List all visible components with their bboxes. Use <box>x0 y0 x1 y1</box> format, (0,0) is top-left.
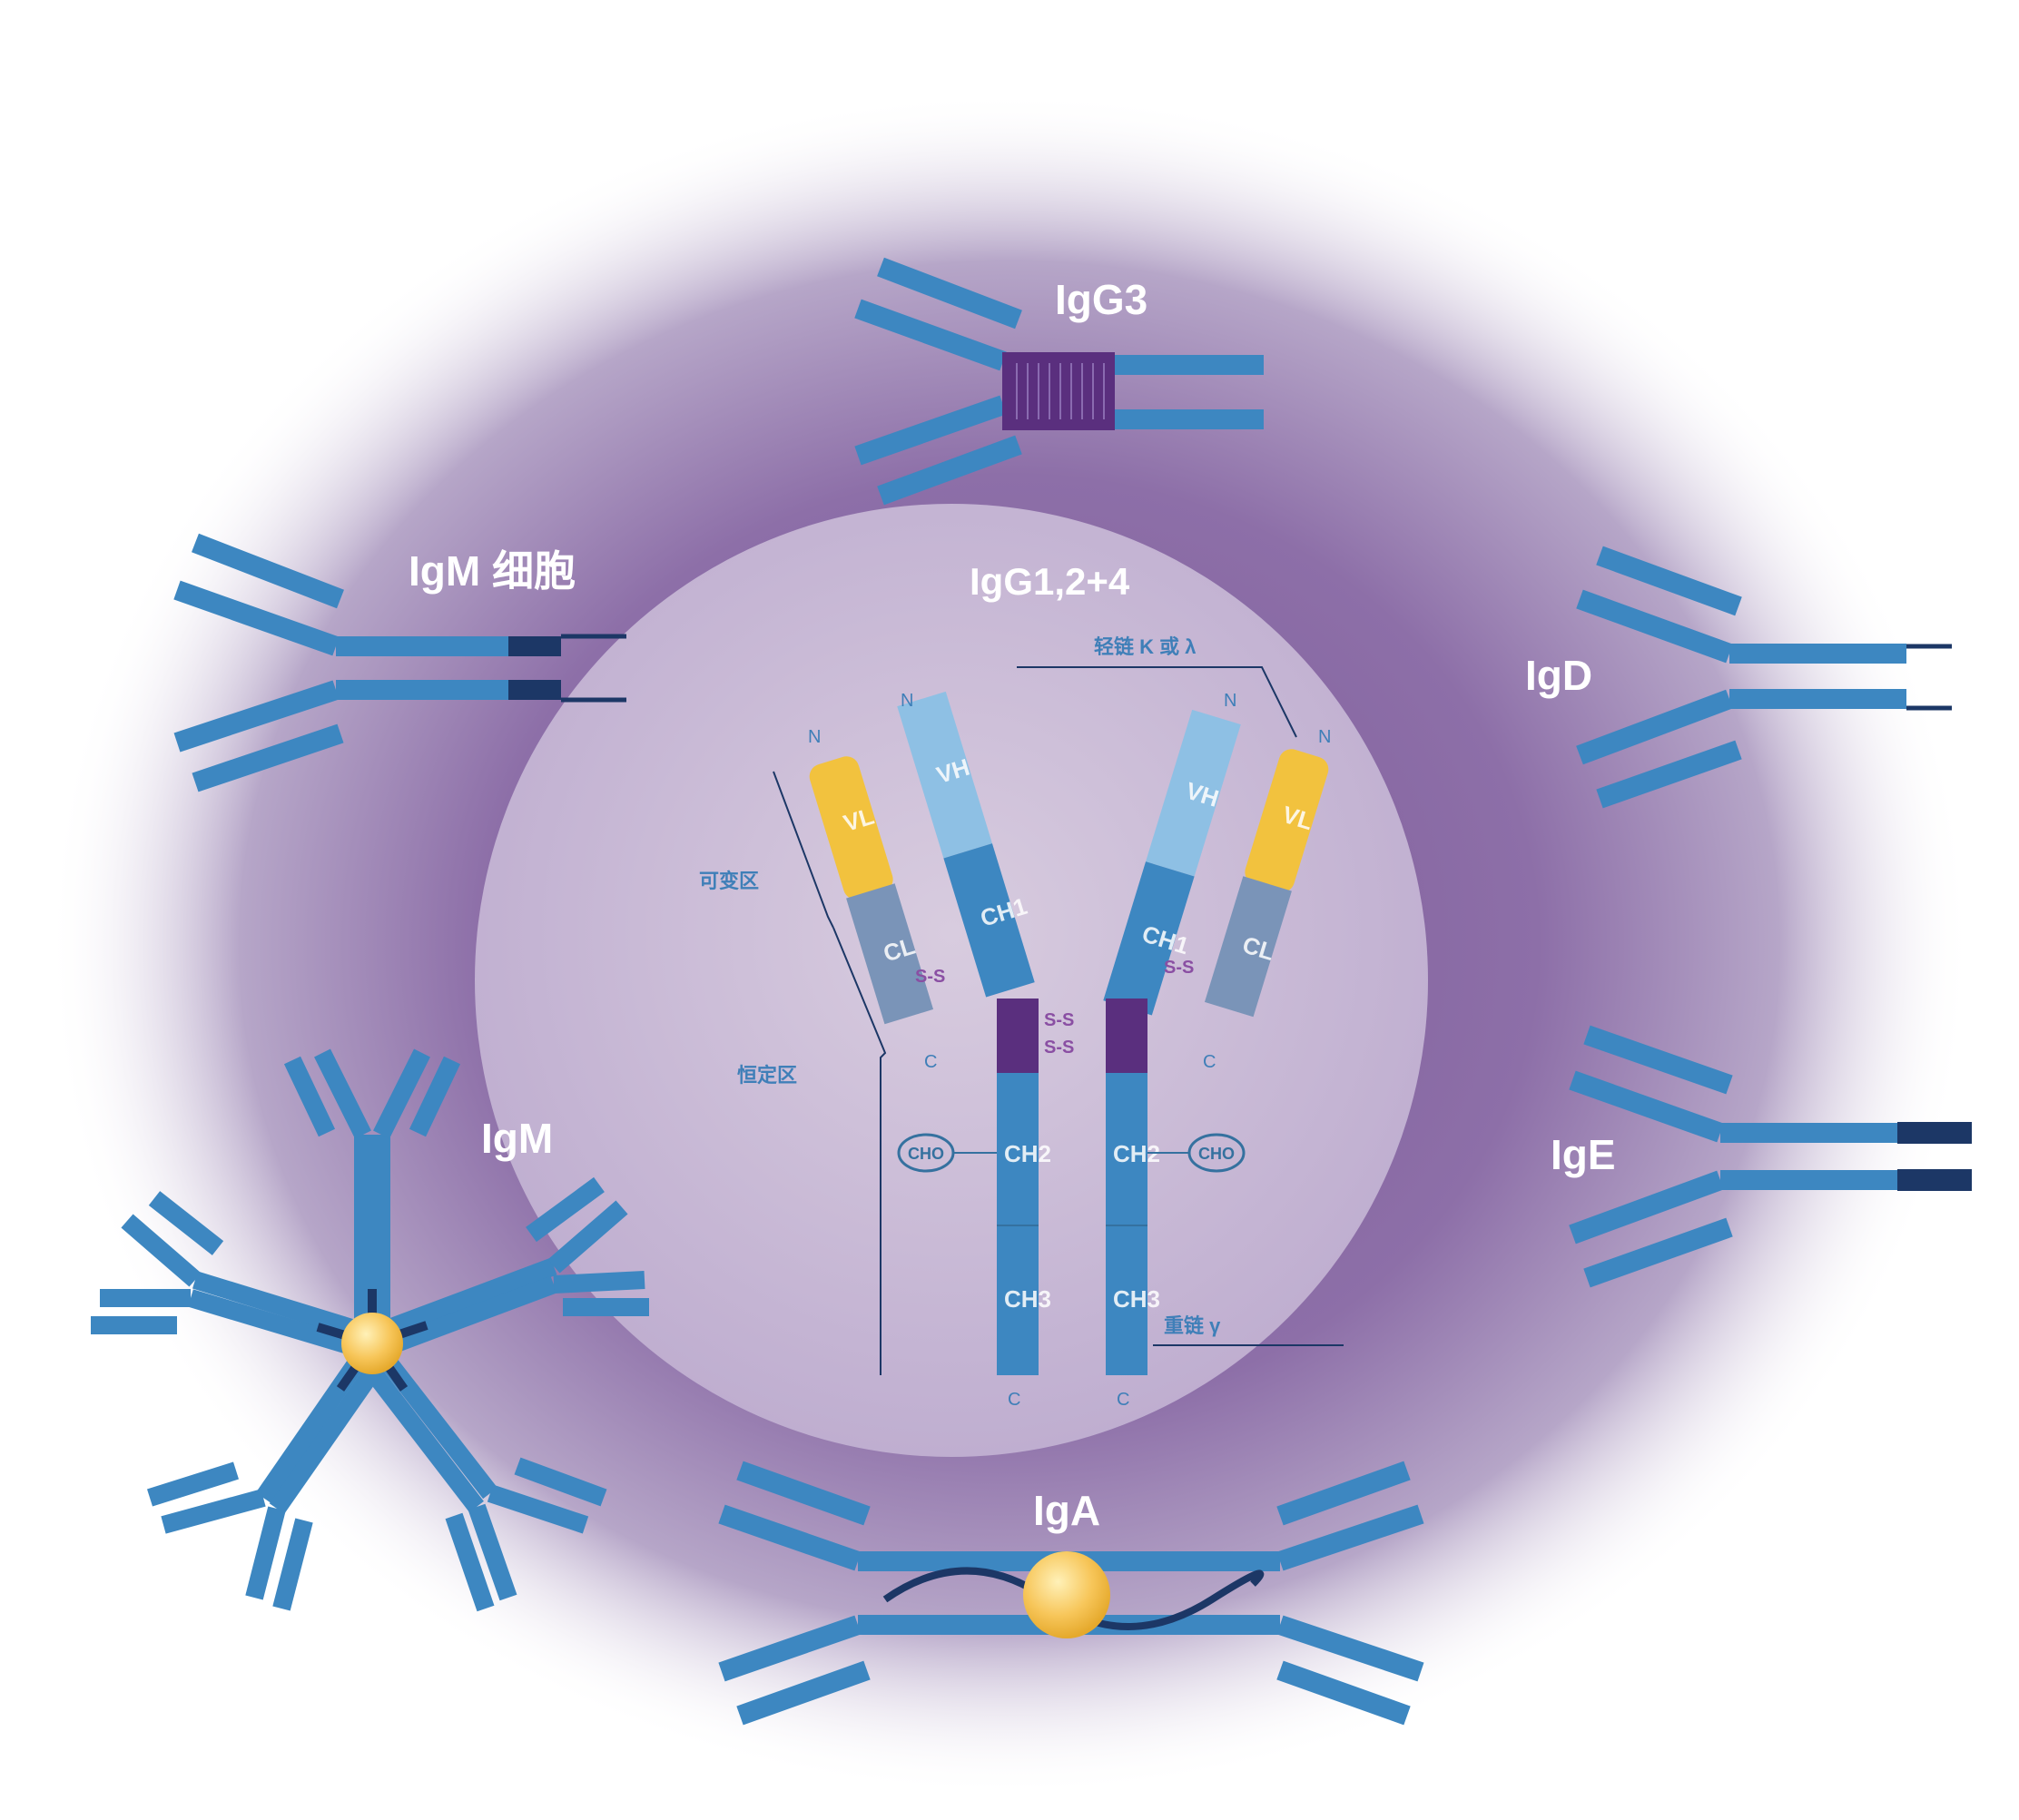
variable-region-bracket <box>773 771 834 929</box>
light-chain-type-label: 轻链 K 或 λ <box>1094 635 1196 658</box>
ch3-right: CH3 <box>1113 1285 1160 1313</box>
igg3-antibody <box>854 257 1264 506</box>
hinge-ss-2: S-S <box>1044 1038 1074 1058</box>
hinge-ss-1: S-S <box>1044 1010 1074 1030</box>
ige-antibody <box>1569 1025 1972 1288</box>
constant-region-bracket <box>832 927 887 1375</box>
igg-center-label: IgG1,2+4 <box>970 560 1130 603</box>
constant-region-label: 恒定区 <box>737 1064 797 1087</box>
c-term-left-light: C <box>924 1052 937 1072</box>
c-term-left-heavy: C <box>1008 1390 1020 1410</box>
c-term-right-heavy: C <box>1117 1390 1129 1410</box>
lc-hc-ss-right: S-S <box>1164 958 1194 978</box>
iga-secretory-component <box>1023 1551 1110 1638</box>
igd-label: IgD <box>1525 652 1592 699</box>
n-term-left-heavy: N <box>901 691 913 711</box>
disulfide-bonds: S-S S-S S-S S-S <box>915 958 1194 1058</box>
igm-pentamer <box>91 1048 649 1612</box>
left-light-chain: VL CL <box>809 756 934 1025</box>
fc-region: CH2 CH2 CH3 CH3 <box>997 999 1160 1375</box>
variable-region-label: 可变区 <box>699 870 759 892</box>
cho-left: CHO <box>908 1145 944 1163</box>
igg3-label: IgG3 <box>1055 276 1147 323</box>
cho-right: CHO <box>1198 1145 1235 1163</box>
ch2-left: CH2 <box>1004 1140 1051 1167</box>
light-chain-pointer <box>1017 666 1297 738</box>
ch3-left: CH3 <box>1004 1285 1051 1313</box>
n-term-left-light: N <box>808 727 821 747</box>
n-term-right-heavy: N <box>1224 691 1236 711</box>
igm-j-chain <box>341 1313 403 1374</box>
iga-label: IgA <box>1033 1487 1100 1534</box>
n-term-right-light: N <box>1318 727 1331 747</box>
carbohydrate-right: CHO <box>1147 1133 1246 1173</box>
iga-dimer <box>718 1461 1424 1726</box>
igd-antibody <box>1576 546 1952 809</box>
right-heavy-arm: VH CH1 <box>1103 709 1241 1016</box>
carbohydrate-left: CHO <box>897 1133 997 1173</box>
left-heavy-arm: VH CH1 <box>897 691 1035 998</box>
igg3-hinge <box>1002 352 1115 430</box>
ige-label: IgE <box>1551 1131 1616 1178</box>
heavy-chain-label: 重链 γ <box>1164 1314 1221 1337</box>
lc-hc-ss-left: S-S <box>915 967 945 987</box>
igm-cell-label: IgM 细胞 <box>409 547 576 595</box>
right-light-chain: VL CL <box>1204 749 1329 1018</box>
igm-cell-antibody <box>173 533 626 792</box>
c-term-right-light: C <box>1203 1052 1216 1072</box>
igm-label: IgM <box>481 1115 553 1162</box>
